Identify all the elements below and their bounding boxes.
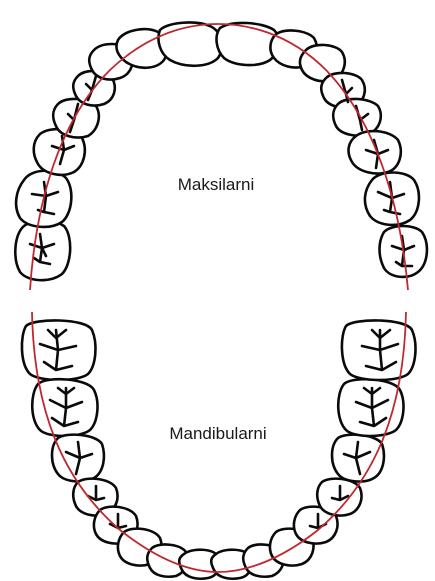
maxillary-arch-line (29, 23, 409, 291)
maxillary-label: Maksilarni (178, 175, 255, 194)
mandibular-label: Mandibularni (169, 424, 266, 443)
fissure-lower-right-molar-2 (354, 386, 390, 428)
mandibular-arch-line (31, 311, 407, 573)
fissure-lower-right-premolar-2 (330, 484, 350, 502)
fissure-lower-left-molar-1 (64, 440, 94, 476)
fissure-lower-right-molar-1 (342, 440, 372, 476)
tooth-upper-left-central-incisor (157, 21, 224, 68)
maxillary-arch: Maksilarni (14, 21, 429, 291)
fissure-lower-right-molar-3 (360, 328, 400, 372)
maxillary-teeth (14, 21, 429, 282)
fissure-upper-left-molar-3 (28, 232, 56, 266)
tooth-upper-right-central-incisor (215, 21, 281, 67)
fissure-lower-left-molar-2 (48, 386, 84, 428)
fissure-lower-left-premolar-2 (86, 484, 106, 502)
mandibular-fissures (38, 328, 400, 530)
fissure-lower-left-molar-3 (38, 328, 78, 372)
mandibular-arch: Mandibularni (20, 311, 417, 581)
